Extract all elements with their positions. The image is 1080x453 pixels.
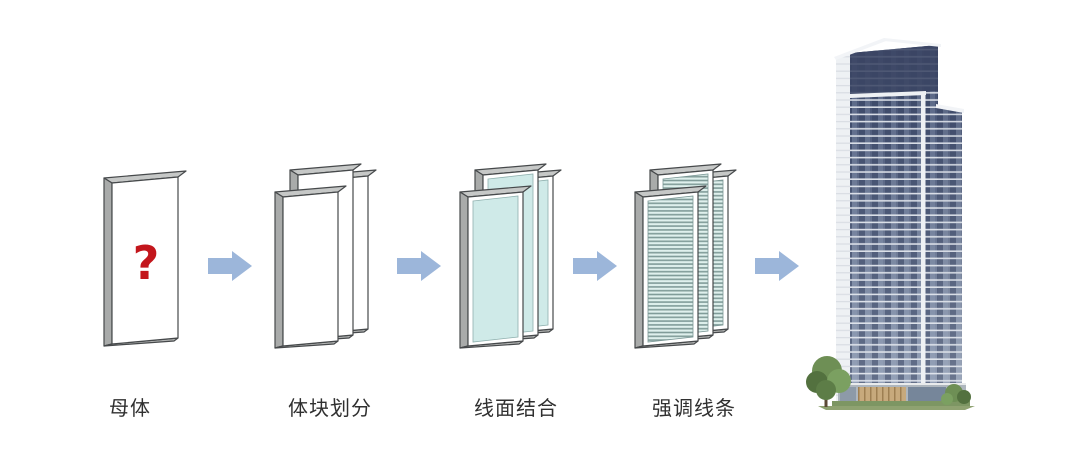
emphasize-lines-massing <box>634 163 737 349</box>
front-slab <box>634 185 707 349</box>
shrubs-right <box>941 384 971 405</box>
flow-arrow-4 <box>755 251 799 281</box>
facade-frame-right <box>921 93 926 391</box>
striped-glass-panel <box>647 195 694 343</box>
tree-trunk <box>824 394 828 407</box>
front-slab <box>274 185 347 349</box>
glass-panel <box>472 195 519 343</box>
facade-frame-top <box>850 91 926 98</box>
front-slab <box>459 185 532 349</box>
podium-glass-storefront <box>908 387 946 403</box>
flow-arrow-1 <box>208 251 252 281</box>
flow-arrow-3 <box>573 251 617 281</box>
side-face <box>103 177 113 347</box>
tree-left <box>806 356 851 407</box>
block-division-massing <box>274 163 377 349</box>
front-face <box>111 176 179 345</box>
right-wing-cap <box>936 104 964 113</box>
roof-parapet-left <box>834 38 886 60</box>
roof-parapet-right <box>884 38 941 47</box>
final-building-render <box>806 38 975 410</box>
fin-floor-lines <box>836 53 850 406</box>
question-mark: ? <box>133 236 160 290</box>
step-label-line-surface: 线面结合 <box>474 398 558 420</box>
right-wing-window-grid <box>938 108 962 406</box>
tower-crown <box>850 45 938 97</box>
step-label-block-division: 体块划分 <box>288 398 372 420</box>
podium-canopy <box>838 383 966 386</box>
flow-arrow-2 <box>397 251 441 281</box>
line-surface-massing <box>459 163 562 349</box>
tower-window-grid <box>850 45 938 406</box>
podium-wood-screen <box>858 387 906 403</box>
step-label-parent-mass: 母体 <box>109 398 151 420</box>
step-label-emphasize-lines: 强调线条 <box>652 398 736 420</box>
hedge <box>832 401 970 406</box>
ground-grass <box>818 406 975 410</box>
parent-mass-block: ? <box>103 170 187 347</box>
